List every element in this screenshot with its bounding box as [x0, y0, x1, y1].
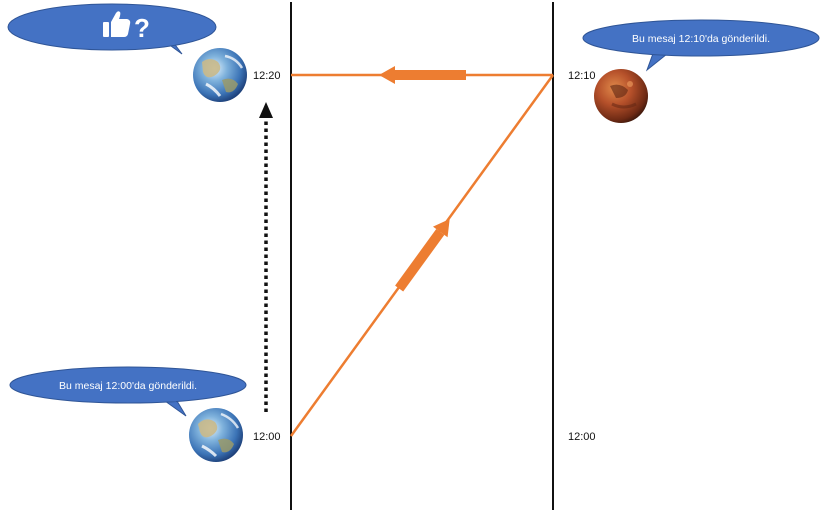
earth-reply-bubble: ?: [7, 3, 217, 55]
outbound-direction-arrow: [395, 219, 450, 292]
mars-bubble-text: Bu mesaj 12:10'da gönderildi.: [632, 33, 770, 45]
earth-globe-bottom: [189, 408, 243, 462]
earth-time-top: 12:20: [253, 70, 281, 82]
mars-time-top: 12:10: [568, 70, 596, 82]
mars-time-bottom: 12:00: [568, 431, 596, 443]
mars-sent-bubble: Bu mesaj 12:10'da gönderildi.: [582, 19, 820, 72]
earth-time-bottom: 12:00: [253, 431, 281, 443]
waiting-arrow-head: [259, 102, 273, 118]
return-direction-arrow: [379, 66, 466, 84]
earth-bubble-text: Bu mesaj 12:00'da gönderildi.: [59, 380, 197, 392]
earth-sent-bubble: Bu mesaj 12:00'da gönderildi.: [9, 366, 247, 417]
mars-globe: [594, 69, 648, 123]
question-mark-icon: ?: [134, 13, 150, 43]
thumbs-up-icon: [103, 11, 131, 37]
earth-globe-top: [193, 48, 247, 102]
